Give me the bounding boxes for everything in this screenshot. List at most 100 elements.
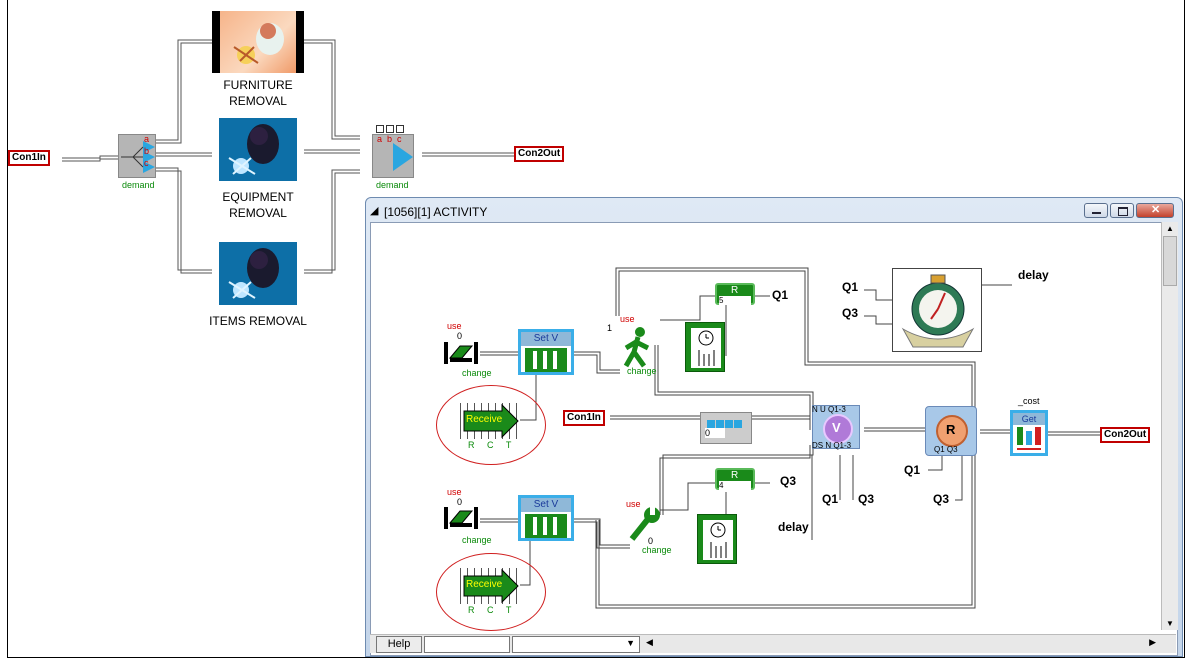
queue-block[interactable]: 0 xyxy=(700,412,752,444)
change-label-bottom: change xyxy=(462,535,492,545)
activity-con1in-connector[interactable]: Con1In xyxy=(563,410,605,426)
r-circle-label: R xyxy=(946,422,956,437)
con1in-connector[interactable]: Con1In xyxy=(8,150,50,166)
scroll-down-arrow-icon[interactable]: ▼ xyxy=(1166,619,1174,628)
vertical-scrollbar[interactable]: ▲ ▼ xyxy=(1161,222,1178,630)
get-chart-icon xyxy=(1017,427,1041,450)
queue-items-icon xyxy=(707,415,742,433)
receive-highlight-bottom xyxy=(436,553,546,631)
minimize-button[interactable] xyxy=(1084,203,1108,218)
clock-icon xyxy=(698,330,715,366)
delay-output-label: delay xyxy=(1018,268,1049,282)
v-label: V xyxy=(832,420,841,435)
bottom-status-bar: Help ▼ ◀ ▶ xyxy=(370,634,1176,653)
maximize-button[interactable] xyxy=(1110,203,1134,218)
port-squares-right xyxy=(376,125,416,133)
q1-r-label: Q1 xyxy=(904,463,921,477)
q1-label-top: Q1 xyxy=(772,288,789,302)
r-label-bottom: R xyxy=(731,470,739,481)
close-button[interactable]: ✕ xyxy=(1136,203,1174,218)
r-circle: R xyxy=(936,415,968,447)
setv-bars-icon xyxy=(525,514,567,538)
receive-highlight-top xyxy=(436,385,546,465)
select-arrows-icon xyxy=(121,141,155,173)
port-label-b-right: b xyxy=(387,134,393,144)
port-label-a-right: a xyxy=(377,134,383,144)
demand-label-right: demand xyxy=(376,180,409,190)
setv-bars-icon xyxy=(525,348,567,372)
welder-icon xyxy=(233,23,284,64)
port-label-c-right: c xyxy=(397,134,402,144)
welder-icon xyxy=(219,242,297,305)
delay-calculator-image[interactable] xyxy=(892,268,982,352)
port-label-a-left: a xyxy=(144,134,150,144)
select-input-block[interactable] xyxy=(372,134,414,178)
dropdown-arrow-icon: ▼ xyxy=(626,638,635,648)
scroll-right-arrow-icon[interactable]: ▶ xyxy=(1149,637,1156,647)
window-title: [1056][1] ACTIVITY xyxy=(384,205,488,219)
use-label-actor-bottom: use xyxy=(626,499,641,509)
port-label-b-left: b xyxy=(144,146,150,156)
get-block[interactable]: Get xyxy=(1010,410,1048,456)
use-label-actor-top: use xyxy=(620,314,635,324)
v-circle: V xyxy=(823,414,853,444)
con2out-connector[interactable]: Con2Out xyxy=(514,146,565,162)
timer-block-top[interactable] xyxy=(685,322,725,372)
port-label-c-left: c xyxy=(144,158,149,168)
equipment-removal-image[interactable] xyxy=(219,118,297,181)
setv-block-bottom[interactable]: Set V xyxy=(518,495,574,541)
pallet-icon xyxy=(444,342,478,364)
q3-label-bottom: Q3 xyxy=(780,474,797,488)
delay-input-label: delay xyxy=(778,520,809,534)
r-resource-top[interactable]: R 5 xyxy=(715,283,755,305)
furniture-removal-label: FURNITURE REMOVAL xyxy=(223,78,293,108)
wrench-icon xyxy=(629,507,660,541)
activity-actor-top[interactable] xyxy=(620,326,656,368)
timer-block-bottom[interactable] xyxy=(697,514,737,564)
r-five-label: 5 xyxy=(719,296,751,305)
resource-pool-block-bottom[interactable] xyxy=(442,503,480,533)
welder-icon xyxy=(219,118,297,181)
cost-label: _cost xyxy=(1018,396,1040,406)
zero-label-actor-bottom: 0 xyxy=(648,536,654,546)
select-output-block[interactable] xyxy=(118,134,156,178)
setv-block-top[interactable]: Set V xyxy=(518,329,574,375)
q3-input-label: Q3 xyxy=(842,306,859,320)
select-arrow-icon xyxy=(393,143,413,171)
change-label-actor-bottom: change xyxy=(642,545,672,555)
activity-actor-bottom[interactable] xyxy=(628,505,662,543)
clock-icon xyxy=(710,522,727,558)
dsn-label: DS N Q1-3 xyxy=(812,441,852,450)
items-removal-image[interactable] xyxy=(219,242,297,305)
q1q3-label: Q1 Q3 xyxy=(934,445,958,454)
change-label-top: change xyxy=(462,368,492,378)
change-label-actor-top: change xyxy=(627,366,657,376)
setv-label-top: Set V xyxy=(521,332,571,346)
q3-r-label: Q3 xyxy=(933,492,950,506)
equipment-removal-label: EQUIPMENT REMOVAL xyxy=(222,190,294,220)
scroll-up-arrow-icon[interactable]: ▲ xyxy=(1166,224,1174,233)
items-removal-label: ITEMS REMOVAL xyxy=(209,314,307,328)
use-label-top: use xyxy=(447,321,462,331)
v-batch-block[interactable]: V xyxy=(812,405,860,449)
q1-bottom-label: Q1 xyxy=(822,492,839,506)
resource-pool-block-top[interactable] xyxy=(442,338,480,368)
zero-label-bottom: 0 xyxy=(457,497,463,507)
q1-input-label: Q1 xyxy=(842,280,859,294)
stopwatch-icon xyxy=(901,274,975,348)
scroll-thumb[interactable] xyxy=(1163,236,1177,286)
r-resource-bottom[interactable]: R 4 xyxy=(715,468,755,490)
furniture-removal-image[interactable] xyxy=(212,11,304,73)
running-man-icon xyxy=(623,327,650,368)
scroll-left-arrow-icon[interactable]: ◀ xyxy=(646,637,653,647)
window-icon: ◢ xyxy=(370,205,379,217)
queue-zero: 0 xyxy=(705,428,725,438)
r-release-block[interactable]: R Q1 Q3 xyxy=(925,406,977,456)
r-label-top: R xyxy=(731,285,739,296)
activity-con2out-connector[interactable]: Con2Out xyxy=(1100,427,1151,443)
use-label-bottom: use xyxy=(447,487,462,497)
r-four-label: 4 xyxy=(719,481,751,490)
pallet-icon xyxy=(444,507,478,529)
